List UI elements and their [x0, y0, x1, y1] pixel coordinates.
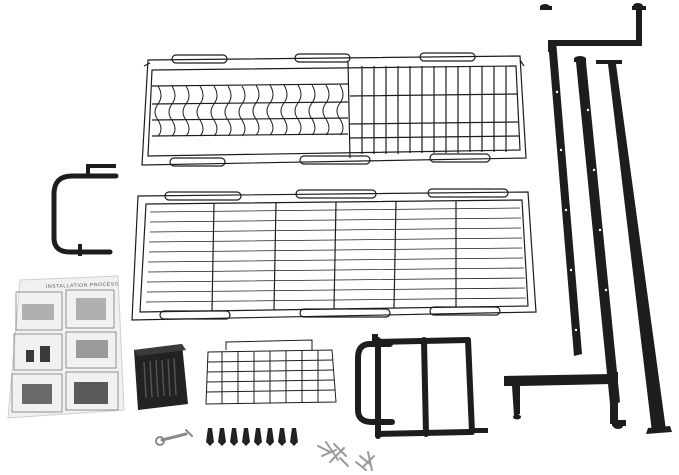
- utensil-holder: [134, 344, 188, 410]
- ladder-frame-tabs: [372, 334, 488, 433]
- right-upright-pole: [596, 60, 672, 434]
- pole-holes-2: [586, 108, 608, 292]
- ladder-side-frame: [355, 337, 475, 439]
- top-crossbar-pole: [540, 3, 646, 356]
- manual-illustrations: [11, 289, 119, 413]
- screws-pile-1: [317, 441, 349, 467]
- utensil-holder-slots: [143, 357, 177, 399]
- manual-sketches: [22, 298, 108, 404]
- middle-upright-pole: [574, 56, 620, 404]
- top-dish-rack-basket: [141, 52, 527, 167]
- small-wire-basket: [205, 339, 337, 405]
- installation-manual: INSTALLATION PROCESS: [7, 275, 125, 419]
- c-shaped-bracket: [51, 173, 119, 255]
- wrench-tool: [155, 429, 193, 446]
- bottom-wire-shelf: [131, 188, 537, 321]
- manual-title: INSTALLATION PROCESS: [46, 281, 119, 290]
- screws-pile-2: [355, 451, 375, 471]
- c-bracket-tabs: [78, 164, 116, 256]
- shelf-wires: [145, 207, 527, 303]
- pole-holes-1: [555, 90, 578, 332]
- plate-holder-wires: [154, 84, 344, 137]
- plastic-feet-set: [206, 428, 298, 446]
- base-foot-frame: [504, 372, 626, 429]
